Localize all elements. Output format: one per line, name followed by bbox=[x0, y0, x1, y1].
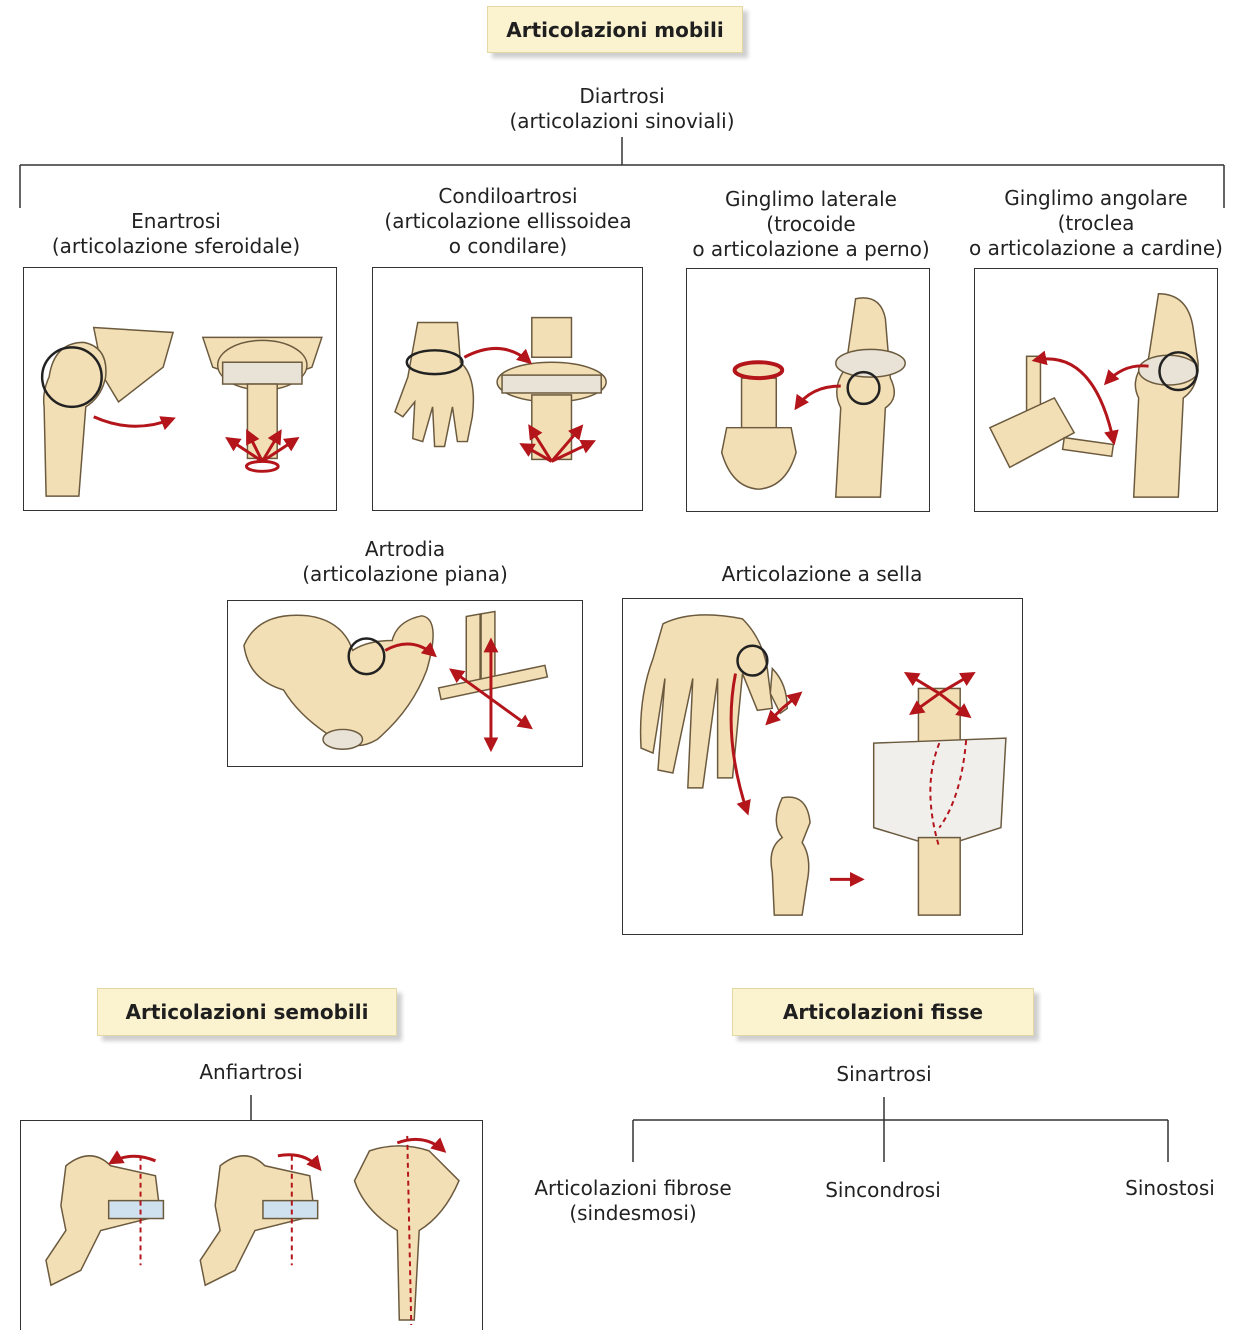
vertebra-2 bbox=[200, 1156, 314, 1285]
vertebra-1 bbox=[46, 1156, 160, 1285]
pelvis-shape bbox=[244, 615, 433, 745]
label-diartrosi: Diartrosi(articolazioni sinoviali) bbox=[472, 84, 772, 134]
rotation-ring bbox=[735, 362, 783, 378]
label-sinostosi: Sinostosi bbox=[1100, 1176, 1240, 1201]
label-articolazione-a-sella: Articolazione a sella bbox=[672, 562, 972, 587]
label-condiloartrosi: Condiloartrosi(articolazione ellissoidea… bbox=[358, 184, 658, 259]
header-articolazioni-fisse: Articolazioni fisse bbox=[732, 988, 1034, 1036]
header-articolazioni-semobili: Articolazioni semobili bbox=[97, 988, 397, 1036]
illustration-enartrosi bbox=[23, 267, 337, 511]
illustration-condiloartrosi bbox=[372, 267, 643, 511]
label-sincondrosi: Sincondrosi bbox=[803, 1178, 963, 1203]
illustration-ginglimo-laterale bbox=[686, 268, 930, 512]
illustration-anfiartrosi bbox=[20, 1120, 483, 1330]
arrow bbox=[796, 386, 841, 408]
vertebra-3 bbox=[355, 1146, 460, 1320]
elbow-bones bbox=[1134, 294, 1198, 497]
arrow bbox=[464, 348, 529, 362]
forearm-bones bbox=[836, 298, 895, 497]
hand-shape bbox=[395, 323, 473, 447]
label-sinartrosi: Sinartrosi bbox=[784, 1062, 984, 1087]
illustration-ginglimo-angolare bbox=[974, 268, 1218, 512]
header-articolazioni-mobili: Articolazioni mobili bbox=[487, 6, 743, 53]
label-articolazioni-fibrose: Articolazioni fibrose(sindesmosi) bbox=[513, 1176, 753, 1226]
illustration-articolazione-a-sella bbox=[622, 598, 1023, 935]
illustration-artrodia bbox=[227, 600, 583, 767]
label-artrodia: Artrodia(articolazione piana) bbox=[255, 537, 555, 587]
saddle-bones bbox=[771, 797, 810, 915]
label-enartrosi: Enartrosi(articolazione sferoidale) bbox=[26, 209, 326, 259]
hand-skeleton bbox=[641, 615, 773, 788]
label-anfiartrosi: Anfiartrosi bbox=[151, 1060, 351, 1085]
arrow bbox=[94, 417, 173, 426]
